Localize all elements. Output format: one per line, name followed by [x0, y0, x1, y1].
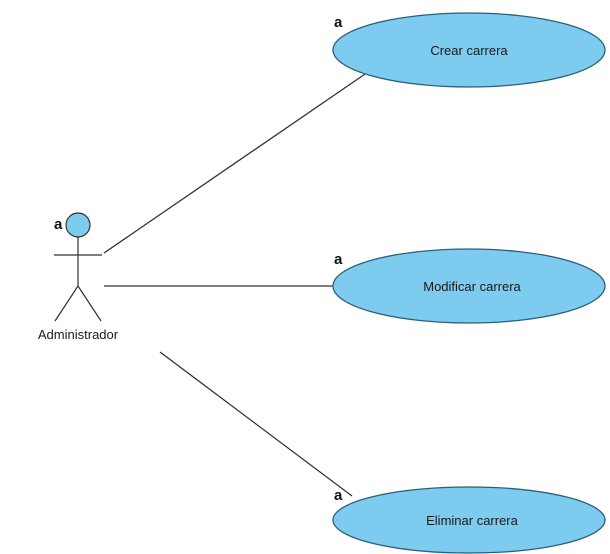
usecase-label: Modificar carrera — [423, 279, 521, 294]
usecase-marker: a — [334, 487, 343, 504]
usecase-label: Eliminar carrera — [426, 513, 519, 528]
usecase-eliminar-carrera[interactable]: Eliminar carrera a — [332, 486, 606, 554]
association-eliminar — [159, 351, 353, 497]
actor-administrador[interactable]: a Administrador — [38, 212, 119, 342]
actor-marker: a — [54, 216, 63, 233]
usecase-marker: a — [334, 14, 343, 31]
usecase-modificar-carrera[interactable]: Modificar carrera a — [332, 248, 606, 324]
usecase-crear-carrera[interactable]: Crear carrera a — [332, 12, 606, 88]
usecase-ellipse — [332, 12, 606, 88]
actor-right-leg — [77, 285, 102, 322]
usecase-ellipse — [332, 248, 606, 324]
association-crear — [103, 71, 369, 254]
actor-name: Administrador — [38, 327, 119, 342]
usecase-marker: a — [334, 251, 343, 268]
actor-left-leg — [54, 285, 79, 322]
usecase-label: Crear carrera — [430, 43, 508, 58]
usecase-ellipse — [332, 486, 606, 554]
actor-head — [65, 212, 91, 238]
